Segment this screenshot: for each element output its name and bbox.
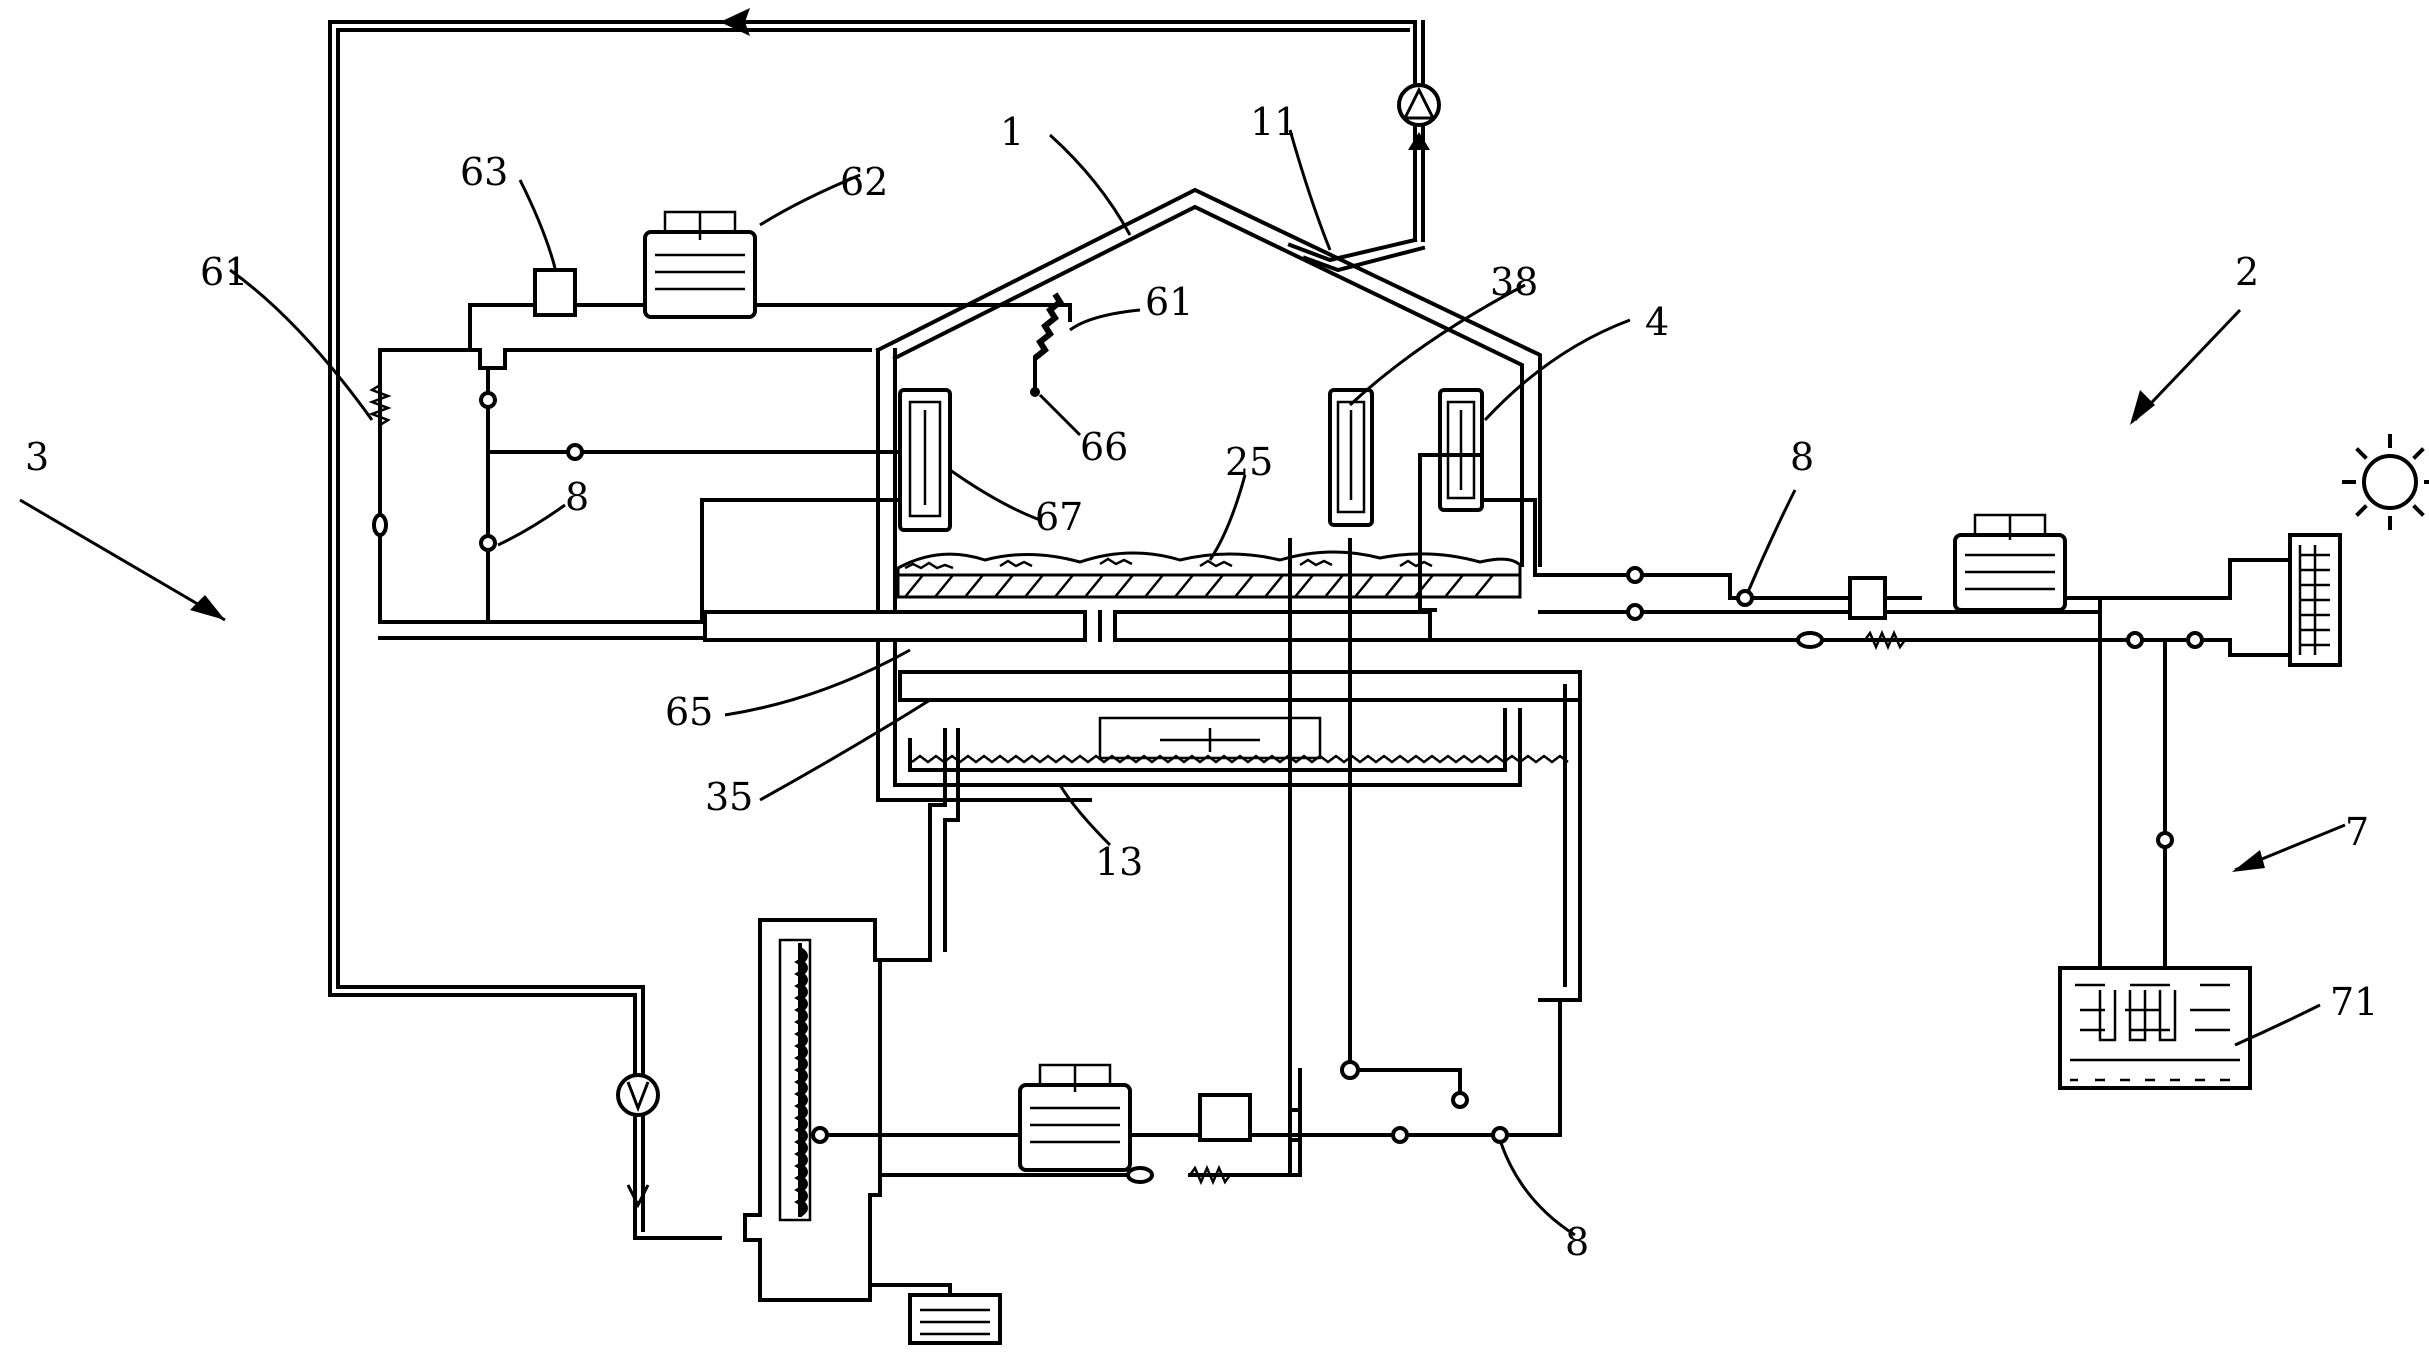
resistor-lower [1126, 1164, 1232, 1186]
label-63: 63 [460, 150, 508, 194]
component-62 [643, 210, 757, 319]
component-lower-62 [1018, 1063, 1132, 1172]
top-return-pipe [328, 8, 1425, 1240]
heat-exchanger-67 [898, 388, 952, 532]
manifold-35 [898, 670, 1582, 1002]
label-1: 1 [1000, 110, 1024, 154]
left-upper-circuit [378, 292, 1072, 640]
leader-lines [19, 129, 2346, 1237]
component-right-62 [1953, 513, 2067, 612]
resistor-left [368, 383, 392, 537]
label-7: 7 [2345, 810, 2369, 854]
label-4: 4 [1645, 300, 1669, 344]
storage-tank-71 [2058, 966, 2252, 1090]
label-13: 13 [1095, 840, 1143, 884]
resistor-right [1796, 629, 1907, 651]
label-3: 3 [25, 435, 49, 479]
label-8-left: 8 [565, 475, 589, 519]
label-71: 71 [2330, 980, 2378, 1024]
valve-right-5 [2186, 631, 2204, 649]
bottom-left-tank [908, 1293, 1002, 1345]
label-61-left: 61 [200, 250, 248, 294]
right-circuit [1418, 453, 2292, 1022]
valve-lower-1 [1391, 1126, 1409, 1144]
label-61-right: 61 [1145, 280, 1193, 324]
water-tank-13 [878, 708, 1569, 962]
heat-exchanger-4 [1438, 388, 1484, 512]
label-8-bottom: 8 [1565, 1220, 1589, 1264]
valve-left-1 [479, 391, 497, 409]
component-right-63 [1848, 576, 1887, 620]
label-67: 67 [1035, 495, 1083, 539]
flow-arrow-top [720, 8, 750, 36]
column-heat-exchanger [743, 918, 952, 1302]
pump-top [1397, 83, 1441, 150]
label-62: 62 [840, 160, 888, 204]
valve-right-2 [1626, 603, 1644, 621]
pump-bottom [616, 1073, 660, 1209]
label-11: 11 [1250, 100, 1298, 144]
labels: 1 11 63 62 61 61 66 67 8 8 8 3 38 4 25 2… [25, 100, 2378, 1264]
label-2: 2 [2235, 250, 2259, 294]
component-lower-63 [1198, 1093, 1252, 1142]
valve-right-3 [1736, 589, 1754, 607]
label-38: 38 [1490, 260, 1538, 304]
valve-right-6 [2156, 831, 2174, 849]
valve-right-1 [1626, 566, 1644, 584]
label-35: 35 [705, 775, 753, 819]
component-63 [533, 268, 577, 317]
lower-circuit [811, 538, 1562, 1177]
sun-icon [2342, 434, 2429, 530]
valve-lower-3 [1491, 1126, 1509, 1144]
label-65: 65 [665, 690, 713, 734]
valve-left-3 [566, 443, 584, 461]
label-25: 25 [1225, 440, 1273, 484]
soil-bed [896, 550, 1522, 599]
valve-lower-2 [1451, 1091, 1469, 1109]
solar-collector [2288, 533, 2342, 667]
valve-right-4 [2126, 631, 2144, 649]
manifold-65 [703, 610, 1432, 642]
label-66: 66 [1080, 425, 1128, 469]
valve-left-2 [479, 534, 497, 552]
heat-exchanger-38 [1328, 388, 1374, 527]
label-8-right: 8 [1790, 435, 1814, 479]
